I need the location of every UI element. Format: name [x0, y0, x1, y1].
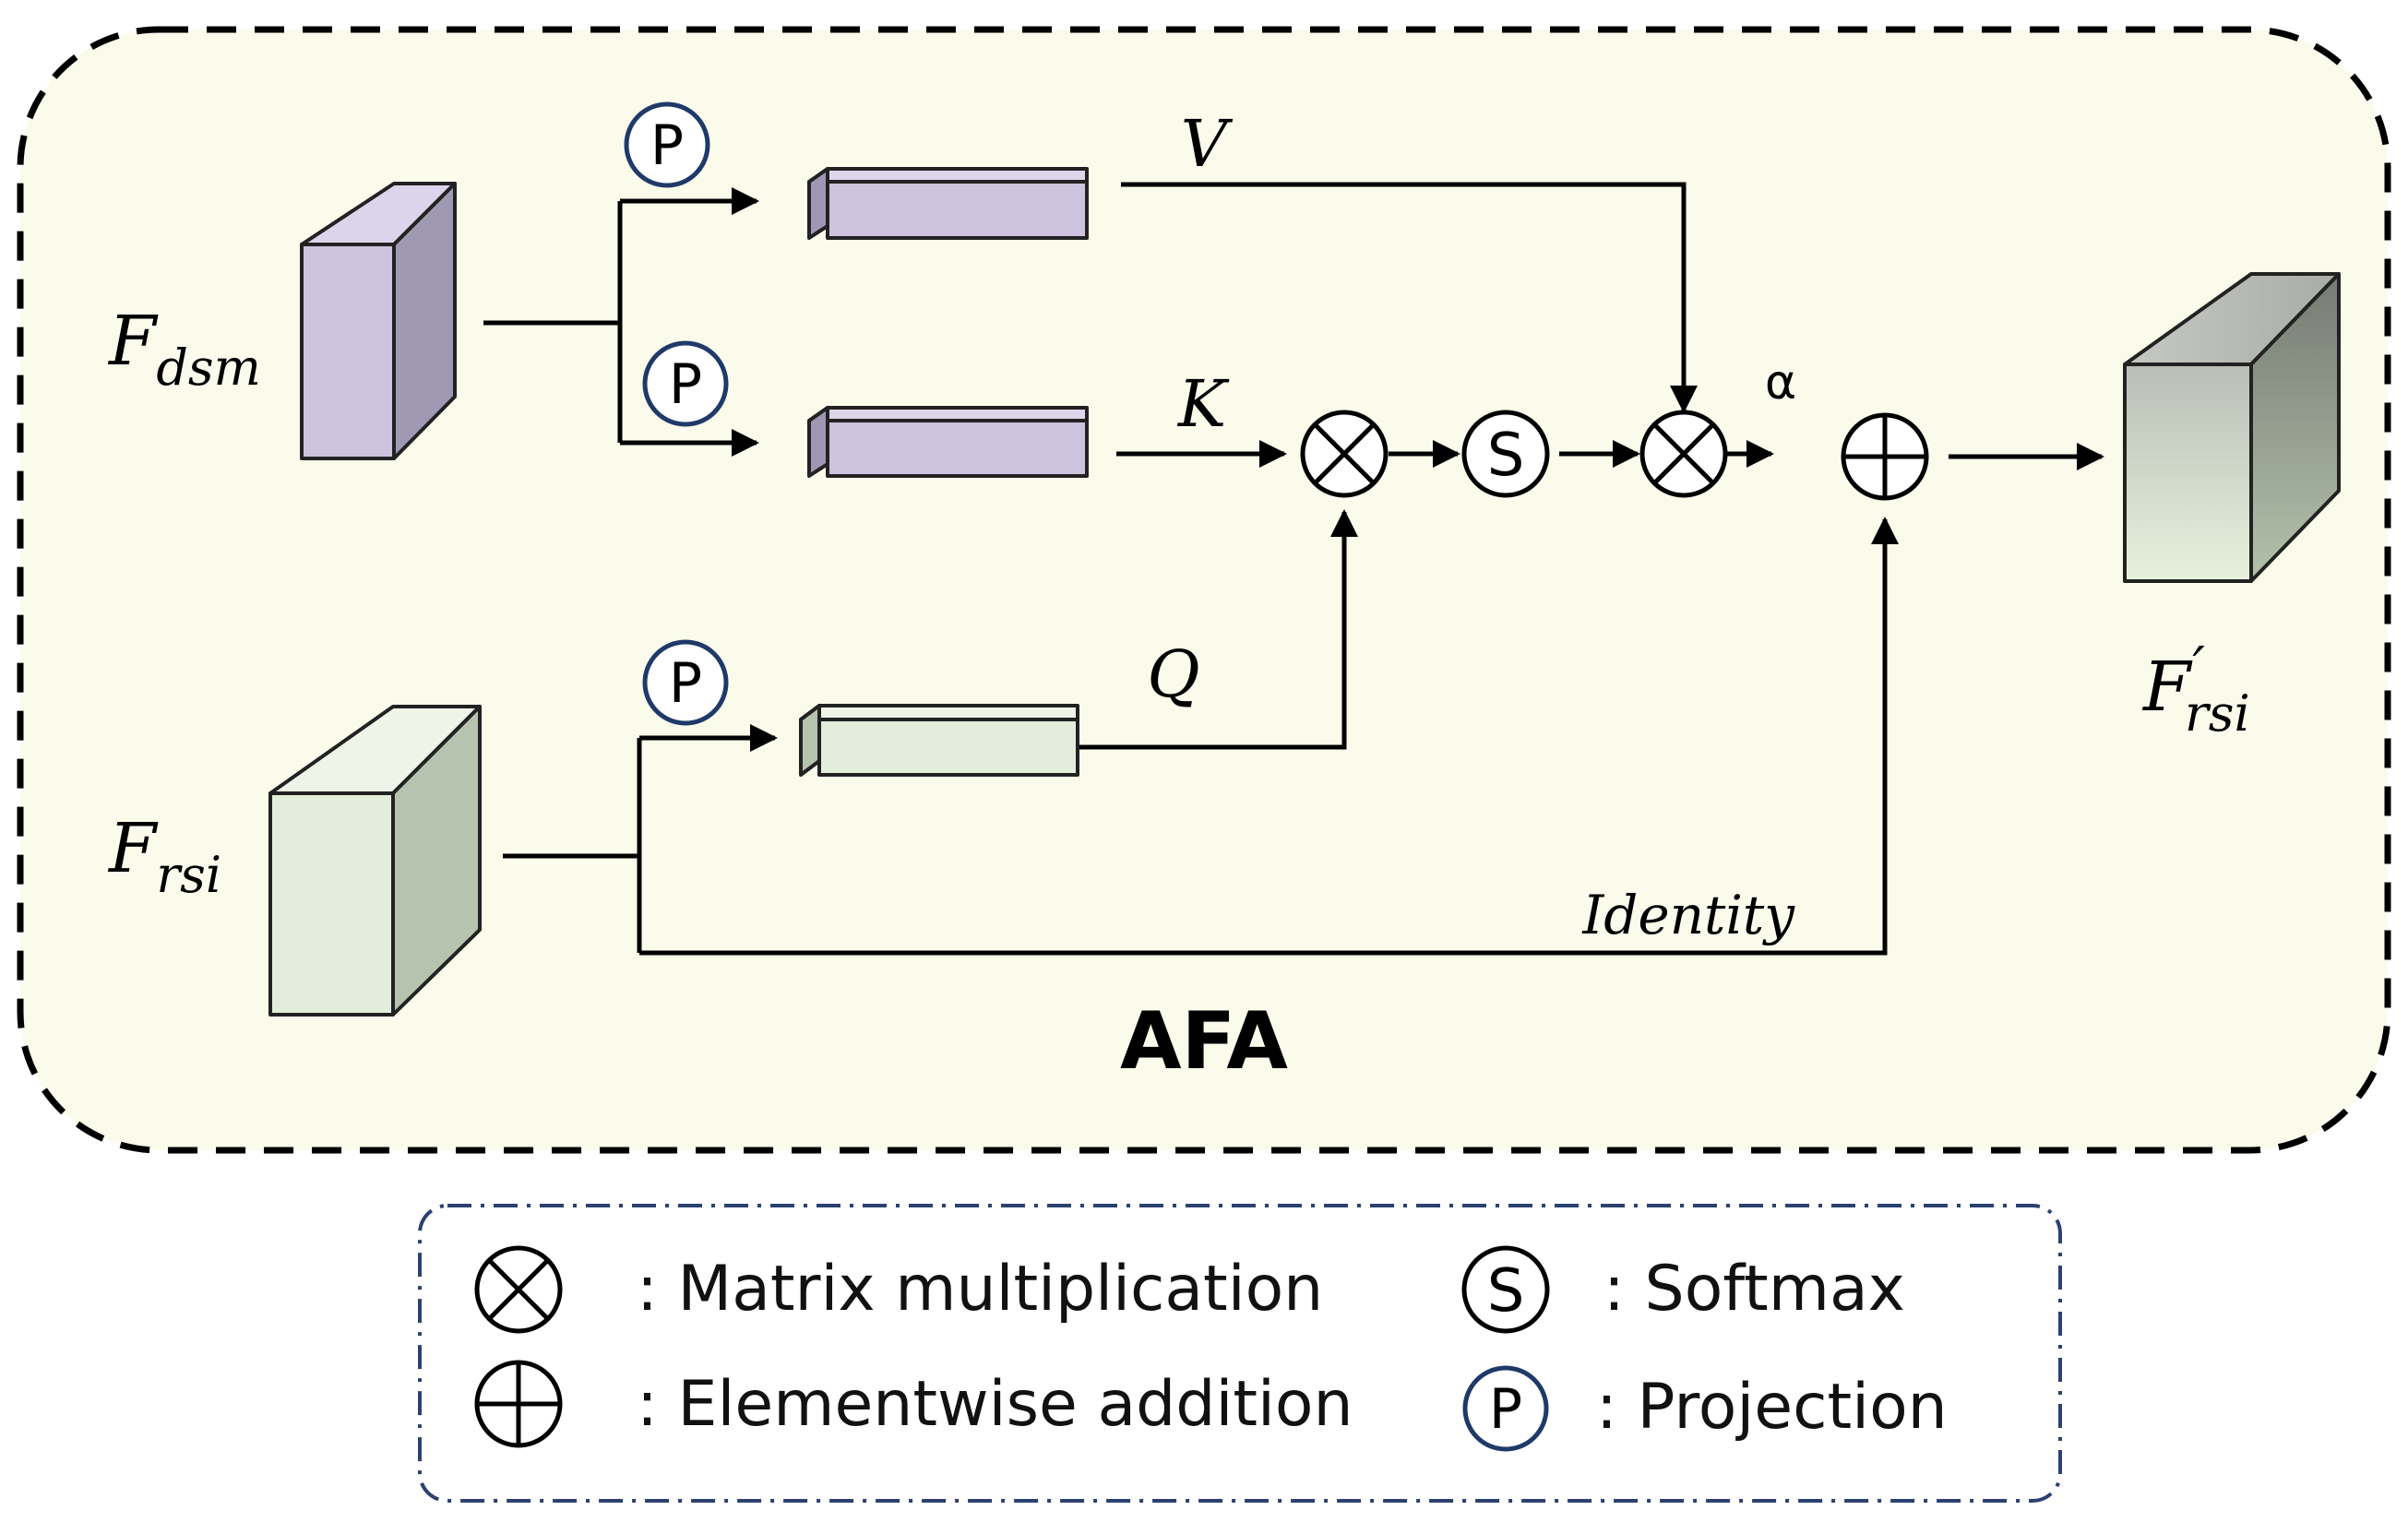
query-feature-bar [799, 704, 1079, 777]
legend-add-icon [474, 1360, 563, 1448]
legend-projection-icon: P [1462, 1365, 1549, 1452]
svg-text:S: S [1487, 422, 1525, 490]
query-label: Q [1147, 636, 1199, 712]
query-to-matmul-arrow [1079, 509, 1358, 750]
dsm-cube-front [300, 243, 396, 460]
output-cube-front [2123, 363, 2253, 583]
afa-module-container [17, 26, 2391, 1154]
value-label: V [1181, 106, 1234, 182]
legend-add-text: : Elementwise addition [637, 1368, 1353, 1441]
legend-box [418, 1204, 2062, 1503]
elementwise-add-operator [1841, 412, 1929, 501]
identity-skip-arrow [639, 517, 1899, 956]
query-projection-marker: P [642, 639, 729, 726]
key-feature-bar [807, 406, 1089, 478]
key-projection-marker: P [642, 340, 729, 427]
rsi-feature-cube [268, 705, 482, 1017]
dsm-feature-cube [300, 182, 457, 460]
legend-softmax-icon: S [1461, 1245, 1550, 1334]
attention-value-matmul-operator [1639, 410, 1728, 498]
key-label: K [1176, 366, 1230, 442]
svg-text:P: P [669, 651, 702, 716]
svg-text:P: P [669, 352, 702, 417]
softmax-operator: S [1461, 410, 1550, 498]
value-feature-bar [807, 167, 1089, 240]
output-feature-cube [2123, 272, 2341, 583]
svg-text:P: P [1489, 1377, 1522, 1442]
output-label: F′rsi [2141, 636, 2250, 743]
key-query-matmul-operator [1300, 410, 1389, 498]
identity-label: Identity [1581, 884, 1795, 946]
value-to-matmul-arrow [1121, 182, 1698, 413]
legend-matmul-text: : Matrix multiplication [637, 1253, 1323, 1326]
svg-text:P: P [650, 113, 684, 178]
rsi-label: Frsi [107, 809, 221, 904]
legend-softmax-text: : Softmax [1603, 1253, 1905, 1326]
legend-matmul-icon [474, 1245, 563, 1334]
svg-text:S: S [1487, 1257, 1525, 1326]
alpha-label: α [1765, 355, 1796, 410]
rsi-cube-front [268, 791, 395, 1017]
dsm-label: Fdsm [107, 302, 261, 397]
module-title: AFA [1120, 995, 1288, 1088]
value-projection-marker: P [624, 101, 710, 188]
legend-projection-text: : Projection [1596, 1371, 1948, 1444]
